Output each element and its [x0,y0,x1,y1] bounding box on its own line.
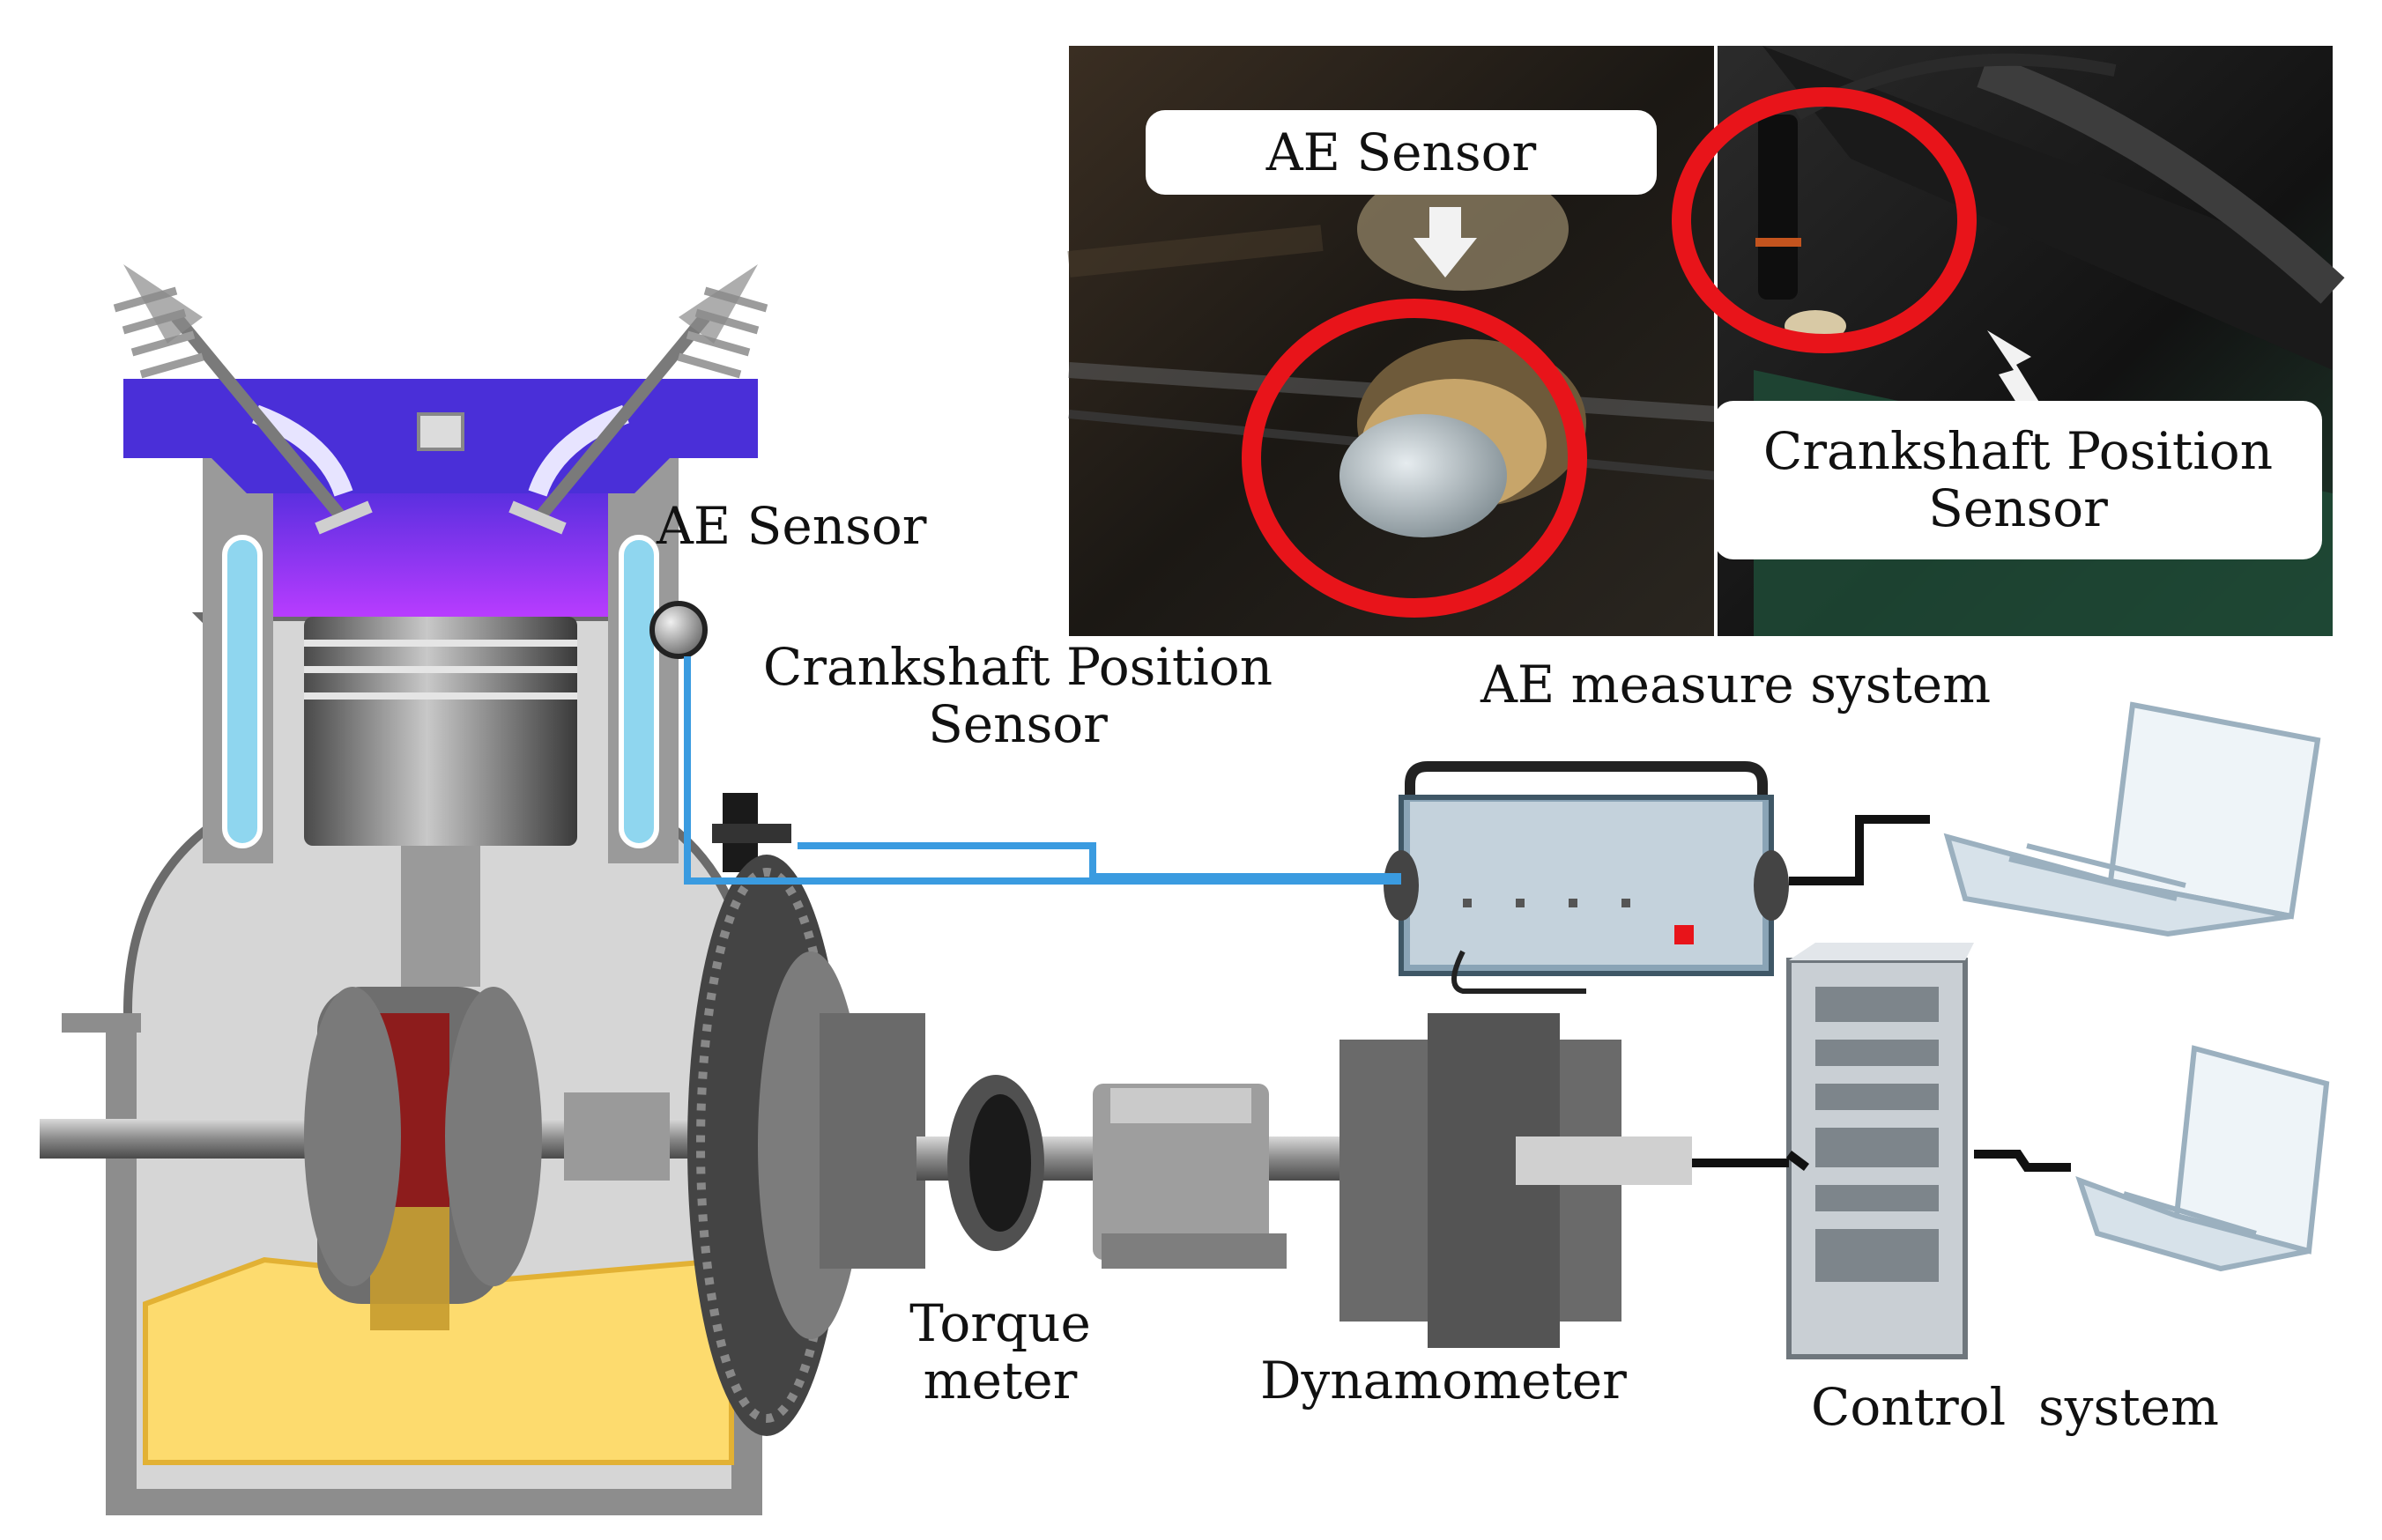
engine-cross-section [40,264,768,1515]
engine-crankshaft-sensor-label-line2: Sensor [928,693,1108,754]
photo-crankshaft-sensor-label: Crankshaft Position Sensor [1714,401,2322,559]
ae-acquisition-unit [1384,761,1789,994]
flywheel [687,855,925,1436]
engine-crankshaft-sensor-label-line1: Crankshaft Position [762,637,1273,697]
crankshaft-sensor-highlight-circle [1672,87,1977,353]
control-system-label: Control system [1811,1377,2219,1437]
signal-wires [684,656,2071,1172]
dynamometer [1339,1013,1692,1348]
ae-sensor-highlight-circle [1242,299,1587,618]
engine-ae-sensor [649,601,708,659]
torque-meter-label-line2: meter [923,1350,1078,1410]
torque-meter [947,1075,1287,1269]
connecting-rod [401,846,480,987]
ae-measure-system-label: AE measure system [1480,655,1992,714]
engine-crankshaft-sensor-label: Crankshaft Position Sensor [745,639,1291,753]
photo-crankshaft-sensor-label-line2: Sensor [1928,478,2108,538]
dynamometer-label: Dynamometer [1260,1351,1627,1410]
photo-ae-sensor-label: AE Sensor [1146,110,1657,195]
laptop-control-pc-icon [2075,1045,2330,1272]
laptop-ae-pc-icon [1943,701,2321,937]
ae-sensor-arrow-icon [1414,207,1477,278]
control-cabinet [1786,943,1974,1359]
torque-meter-label: Torque meter [886,1295,1115,1410]
engine-crankshaft-position-sensor [712,793,791,872]
coolant-jacket-right [619,535,659,848]
piston [304,617,577,846]
photo-crankshaft-sensor-label-line1: Crankshaft Position [1762,421,2274,482]
coolant-jacket-left [222,535,263,848]
engine-ae-sensor-label: AE Sensor [657,496,927,556]
torque-meter-label-line1: Torque [909,1293,1091,1353]
crankshaft-sensor-arrow-icon [1987,330,2040,412]
